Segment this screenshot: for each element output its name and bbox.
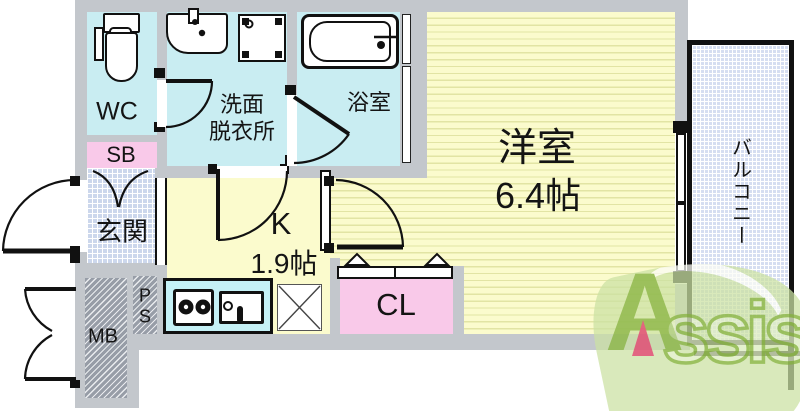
shoe-box-label: SB: [106, 142, 136, 167]
closet-label: CL: [376, 287, 416, 322]
pipe-space-label-p: P: [138, 285, 152, 306]
wall-segment: [75, 263, 167, 278]
balcony-side-wall: [788, 345, 794, 390]
wall-panel: [402, 66, 411, 163]
door-jamb: [154, 122, 165, 132]
balcony-lower-wall: [694, 351, 800, 356]
faucet-icon: [237, 306, 243, 323]
wall-segment: [75, 278, 85, 408]
meter-box-area: [85, 278, 127, 398]
door-jamb: [208, 164, 217, 174]
closet-door-divider: [394, 267, 396, 278]
wall-segment: [75, 398, 139, 408]
wall-segment: [75, 12, 87, 180]
wall-segment: [87, 135, 157, 142]
sliding-window: [676, 203, 686, 272]
wall-segment: [75, 0, 682, 12]
wall-segment: [675, 0, 688, 123]
wall-segment: [157, 276, 163, 334]
wall-segment: [157, 127, 167, 168]
room-shoe-box: [87, 142, 157, 168]
refrigerator-space: [277, 284, 322, 331]
kitchen-size-label: 1.9帖: [250, 248, 318, 279]
wall-segment: [330, 258, 340, 334]
wc-label: WC: [96, 97, 138, 126]
wall-segment: [157, 166, 217, 178]
stove-icon: [173, 289, 214, 326]
pipe-space-label-s: S: [138, 306, 152, 327]
doorway: [287, 95, 297, 166]
washroom-label: 洗面 脱衣所: [209, 91, 275, 145]
window-cap: [673, 121, 689, 133]
pipe-space-area: [133, 276, 157, 334]
door-jamb: [324, 243, 334, 253]
meter-box-doors: [23, 287, 76, 381]
wall-segment: [125, 334, 690, 350]
door-jamb: [70, 380, 80, 388]
meter-box-label: MB: [88, 325, 118, 348]
wall-segment: [155, 168, 167, 178]
western-room-size-label: 6.4帖: [494, 175, 582, 216]
door-jamb: [285, 85, 296, 95]
doorway: [217, 166, 287, 178]
sliding-window: [676, 133, 686, 203]
door-jamb: [154, 68, 165, 78]
kitchen-label: K: [270, 206, 292, 241]
wall-segment: [287, 12, 297, 95]
wall-segment: [125, 276, 133, 334]
entrance-label: 玄関: [95, 216, 149, 247]
balcony-label: バルコニー: [728, 137, 751, 247]
wall-segment: [157, 12, 167, 80]
bathroom-label: 浴室: [346, 90, 392, 115]
entrance-door: [1, 178, 76, 254]
room-closet: [340, 279, 453, 334]
washroom-label-line2: 脱衣所: [208, 119, 276, 144]
wall-segment: [127, 350, 139, 398]
door-jamb: [324, 176, 334, 186]
wall-panel: [402, 14, 411, 64]
washroom-label-line1: 洗面: [219, 92, 265, 117]
door-jamb: [70, 176, 80, 186]
window-cap: [673, 271, 689, 283]
partition-entrance-kitchen: [155, 178, 167, 265]
washer-pan-icon: [238, 14, 286, 62]
doorway: [157, 80, 167, 127]
wall-segment: [453, 266, 464, 334]
wall-segment: [75, 252, 87, 263]
western-room-label: 洋室: [497, 127, 577, 170]
door-jamb: [70, 255, 80, 263]
wall-segment: [155, 265, 167, 278]
